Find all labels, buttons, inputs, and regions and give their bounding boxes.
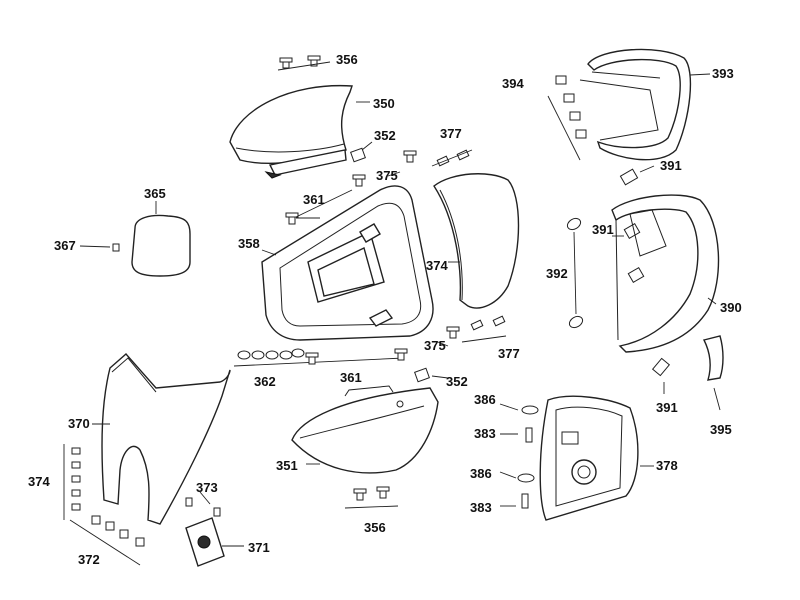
leader-lines xyxy=(92,101,665,507)
part-393-rear-carrier[interactable] xyxy=(579,48,711,161)
label-361-bottom: 361 xyxy=(340,370,362,385)
label-351: 351 xyxy=(276,458,298,473)
screw-set-356-top xyxy=(277,55,331,71)
label-372: 372 xyxy=(78,552,100,567)
label-391-middle: 391 xyxy=(592,222,614,237)
part-374-side-panel[interactable] xyxy=(433,173,520,309)
part-358-tail-body[interactable] xyxy=(261,185,434,341)
screw-set-356-bottom xyxy=(344,486,399,509)
bolt-391-bottom xyxy=(651,357,671,377)
part-labels: 356 350 352 377 375 361 365 358 367 374 … xyxy=(28,52,742,567)
label-356-bottom: 356 xyxy=(364,520,386,535)
label-383-top: 383 xyxy=(474,426,496,441)
label-386-top: 386 xyxy=(474,392,496,407)
label-375-top: 375 xyxy=(376,168,398,183)
label-356-top: 356 xyxy=(336,52,358,67)
label-352-bottom: 352 xyxy=(446,374,468,389)
bolt-391-top xyxy=(619,168,639,186)
label-377-bottom: 377 xyxy=(498,346,520,361)
label-391-top: 391 xyxy=(660,158,682,173)
screw-set-377-upper xyxy=(431,149,473,167)
label-374-side: 374 xyxy=(426,258,448,273)
label-362: 362 xyxy=(254,374,276,389)
screw-375-upper xyxy=(403,150,417,163)
label-391-bottom: 391 xyxy=(656,400,678,415)
part-365-plate[interactable] xyxy=(79,201,191,277)
screw-set-375-377-lower xyxy=(446,315,507,343)
label-377-top: 377 xyxy=(440,126,462,141)
label-395: 395 xyxy=(710,422,732,437)
nut-set-362 xyxy=(233,348,405,367)
label-373: 373 xyxy=(196,480,218,495)
part-378-tail-light[interactable] xyxy=(539,395,654,521)
label-374-left: 374 xyxy=(28,474,50,489)
part-390-rear-fender[interactable] xyxy=(611,194,720,353)
part-371-bracket[interactable] xyxy=(185,517,244,567)
label-390: 390 xyxy=(720,300,742,315)
label-352-top: 352 xyxy=(374,128,396,143)
label-375-bottom: 375 xyxy=(424,338,446,353)
label-370: 370 xyxy=(68,416,90,431)
label-350: 350 xyxy=(373,96,395,111)
part-350-upper-cover[interactable] xyxy=(229,84,353,179)
label-371: 371 xyxy=(248,540,270,555)
bolt-set-394 xyxy=(547,75,587,161)
label-383-bottom: 383 xyxy=(470,500,492,515)
label-378: 378 xyxy=(656,458,678,473)
part-351-lower-cover[interactable] xyxy=(291,385,439,474)
label-367: 367 xyxy=(54,238,76,253)
screw-set-373 xyxy=(185,497,221,517)
fastener-set-386-383 xyxy=(517,405,539,509)
clip-352-lower xyxy=(414,367,430,383)
screw-361-upper xyxy=(285,174,366,225)
label-392: 392 xyxy=(546,266,568,281)
bolt-391-middle xyxy=(623,222,645,284)
label-386-bottom: 386 xyxy=(470,466,492,481)
fastener-set-374-372 xyxy=(63,444,145,566)
part-370-lower-panel[interactable] xyxy=(101,353,231,525)
label-358: 358 xyxy=(238,236,260,251)
label-393: 393 xyxy=(712,66,734,81)
clip-352-top xyxy=(350,141,373,163)
screw-361-lower xyxy=(305,348,408,365)
washer-set-392 xyxy=(566,217,584,329)
label-394: 394 xyxy=(502,76,524,91)
label-365: 365 xyxy=(144,186,166,201)
part-395-cap[interactable] xyxy=(702,335,724,411)
label-361-top: 361 xyxy=(303,192,325,207)
